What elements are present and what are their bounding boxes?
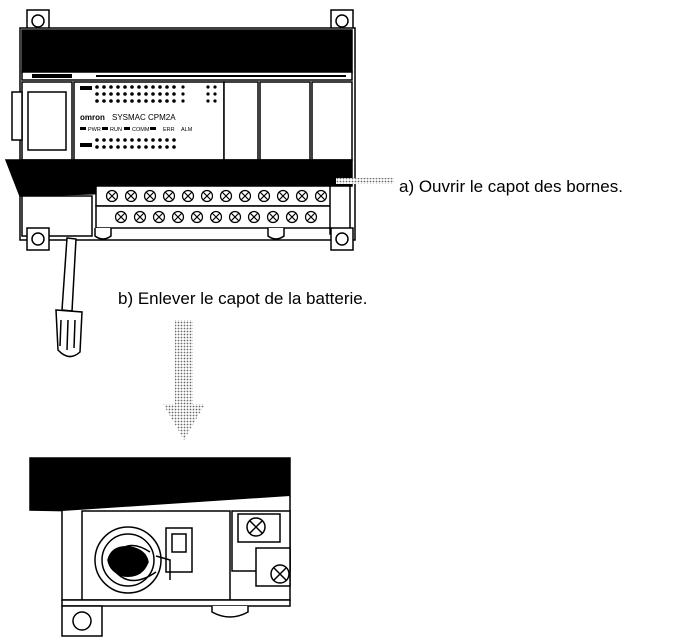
callout-a-leader xyxy=(336,178,394,184)
indicator-row: PWR RUN COMM ERR ALM xyxy=(80,127,193,133)
indicator-err-led xyxy=(150,127,156,130)
bottom-right-mounting-tab xyxy=(330,227,354,251)
front-panel xyxy=(73,81,225,161)
indicator-alm-label: ALM xyxy=(181,127,193,133)
bottom-left-mounting-tab xyxy=(26,227,50,251)
din-clip-right xyxy=(267,228,285,240)
indicator-run-label: RUN xyxy=(110,127,122,133)
indicator-pwr-led xyxy=(80,127,86,130)
right-panel-2 xyxy=(259,81,311,161)
indicator-pwr-label: PWR xyxy=(88,127,101,133)
indicator-comm-label: COMM xyxy=(132,127,150,133)
top-left-mounting-tab xyxy=(26,9,50,33)
battery-detail-view xyxy=(29,457,291,637)
detail-mounting-hole xyxy=(72,611,92,631)
detail-din-clip xyxy=(211,606,249,618)
battery-icon xyxy=(94,526,162,594)
status-led-dots xyxy=(95,85,217,149)
indicator-err-label: ERR xyxy=(163,127,175,133)
indicator-comm-led xyxy=(124,127,130,130)
terminal-screws-upper xyxy=(105,189,328,203)
model-label: SYSMAC CPM2A xyxy=(112,113,176,122)
right-panel-3 xyxy=(311,81,353,161)
indicator-run-led xyxy=(102,127,108,130)
callout-remove-battery-cover: b) Enlever le capot de la batterie. xyxy=(118,289,368,308)
top-right-mounting-tab xyxy=(330,9,354,33)
detail-terminal-screws xyxy=(246,517,290,584)
top-terminal-cover xyxy=(21,29,353,73)
input-led-row xyxy=(32,74,346,78)
plc-unit: omron SYSMAC CPM2A PWR RUN COMM ERR ALM xyxy=(4,9,356,251)
brand-label: omron xyxy=(80,113,105,122)
callout-open-terminal-cover: a) Ouvrir le capot des bornes. xyxy=(399,177,623,196)
terminal-screws-lower xyxy=(114,210,318,224)
down-arrow-icon xyxy=(163,320,205,440)
screwdriver-icon xyxy=(55,237,83,358)
right-panel-1 xyxy=(223,81,259,161)
din-clip-left xyxy=(94,228,112,240)
